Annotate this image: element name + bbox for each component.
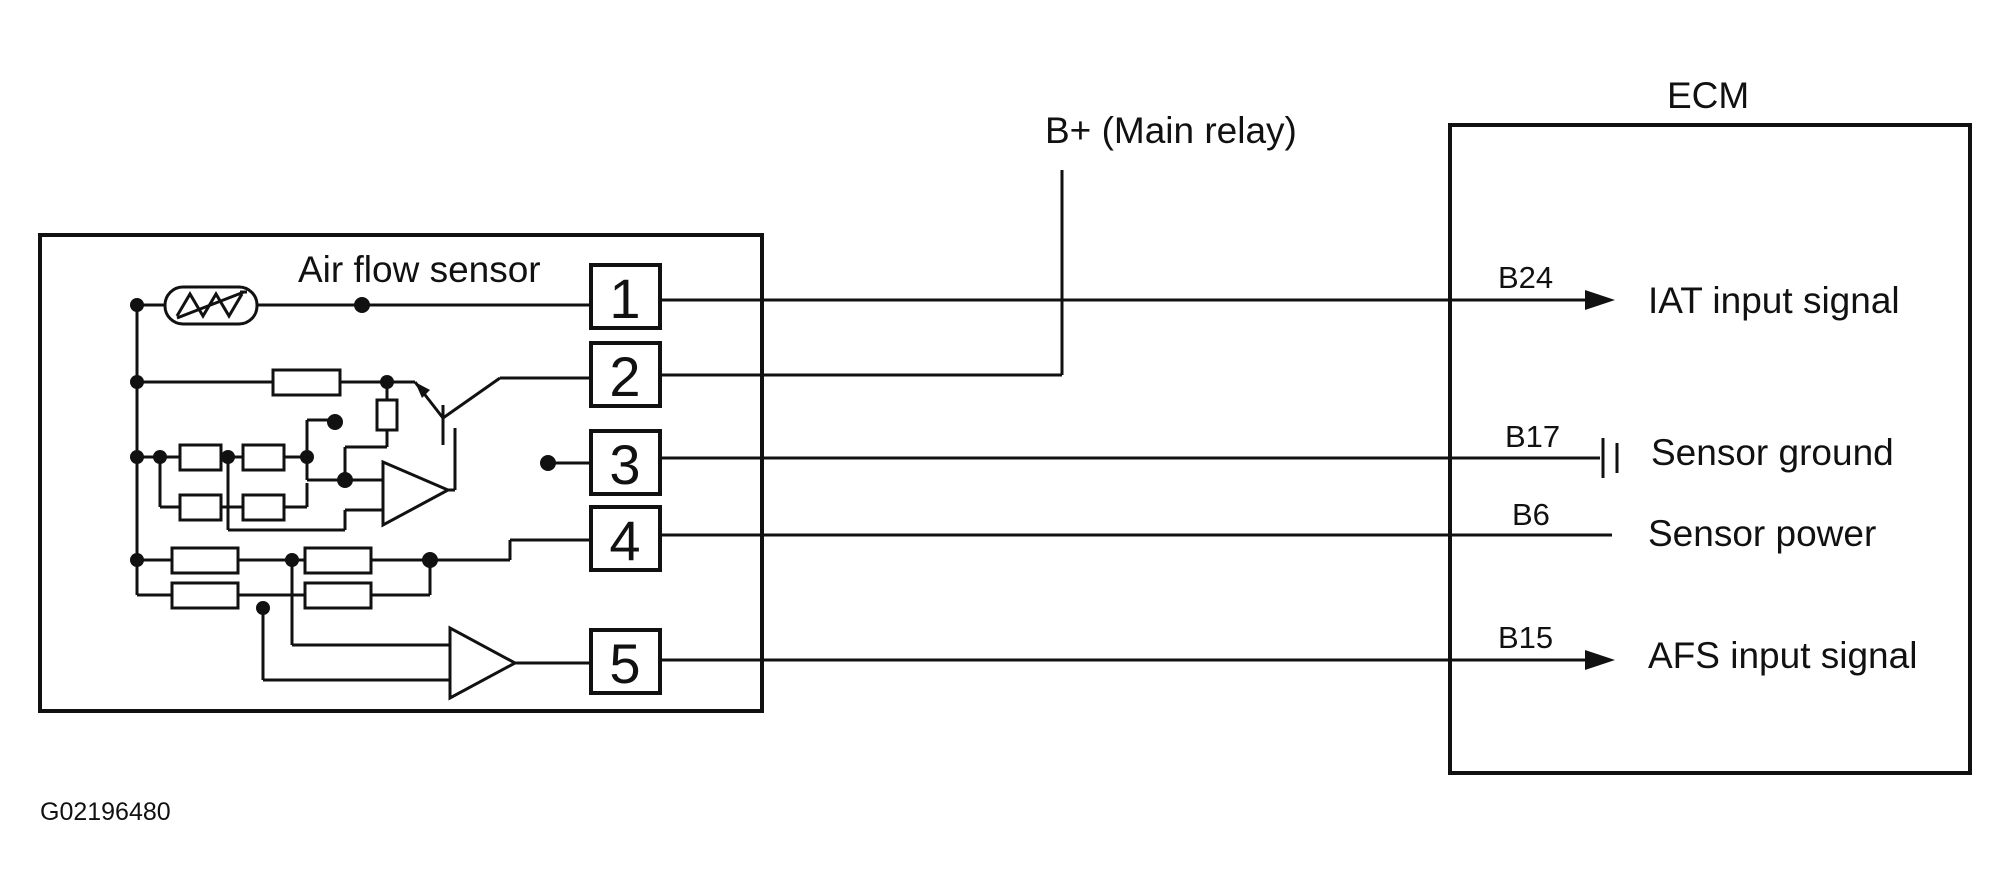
transistor-icon	[413, 376, 591, 488]
op-amp-1-icon	[381, 459, 452, 528]
ecm-signal-sensor-ground: Sensor ground	[1651, 432, 1894, 473]
svg-text:4: 4	[609, 509, 640, 572]
ecm-terminal-code-b15: B15	[1498, 620, 1553, 655]
air-flow-sensor-box	[38, 233, 764, 713]
ecm-signal-afs: AFS input signal	[1648, 635, 1917, 676]
ecm-terminal-code-b24: B24	[1498, 260, 1553, 295]
ecm-signal-iat: IAT input signal	[1648, 280, 1900, 321]
sensor-pin-5: 5	[589, 628, 662, 695]
svg-text:1: 1	[609, 267, 640, 330]
sensor-pin-3: 3	[589, 429, 662, 496]
sensor-pin-2: 2	[589, 341, 662, 408]
thermistor-icon	[163, 285, 259, 326]
ecm-terminal-code-b6: B6	[1512, 497, 1550, 532]
wire-pin-2-to-main-relay	[660, 170, 1064, 377]
svg-text:5: 5	[609, 632, 640, 695]
svg-text:2: 2	[609, 345, 640, 408]
sensor-internal-circuit	[130, 285, 591, 701]
op-amp-2-icon	[448, 625, 519, 701]
wire-pin-5-to-b15	[660, 650, 1615, 670]
wire-pin-1-to-b24	[660, 290, 1615, 310]
ecm-signal-sensor-power: Sensor power	[1648, 513, 1876, 554]
air-flow-sensor-label: Air flow sensor	[298, 249, 541, 290]
sensor-pin-4: 4	[589, 505, 662, 572]
ecm-label: ECM	[1667, 75, 1749, 116]
wire-pin-3-to-b17	[660, 438, 1619, 478]
sensor-pin-1: 1	[589, 263, 662, 330]
svg-text:3: 3	[609, 433, 640, 496]
figure-id: G02196480	[40, 798, 171, 826]
main-relay-label: B+ (Main relay)	[1045, 110, 1297, 151]
ecm-box	[1448, 123, 1972, 775]
ecm-terminal-code-b17: B17	[1505, 419, 1560, 454]
